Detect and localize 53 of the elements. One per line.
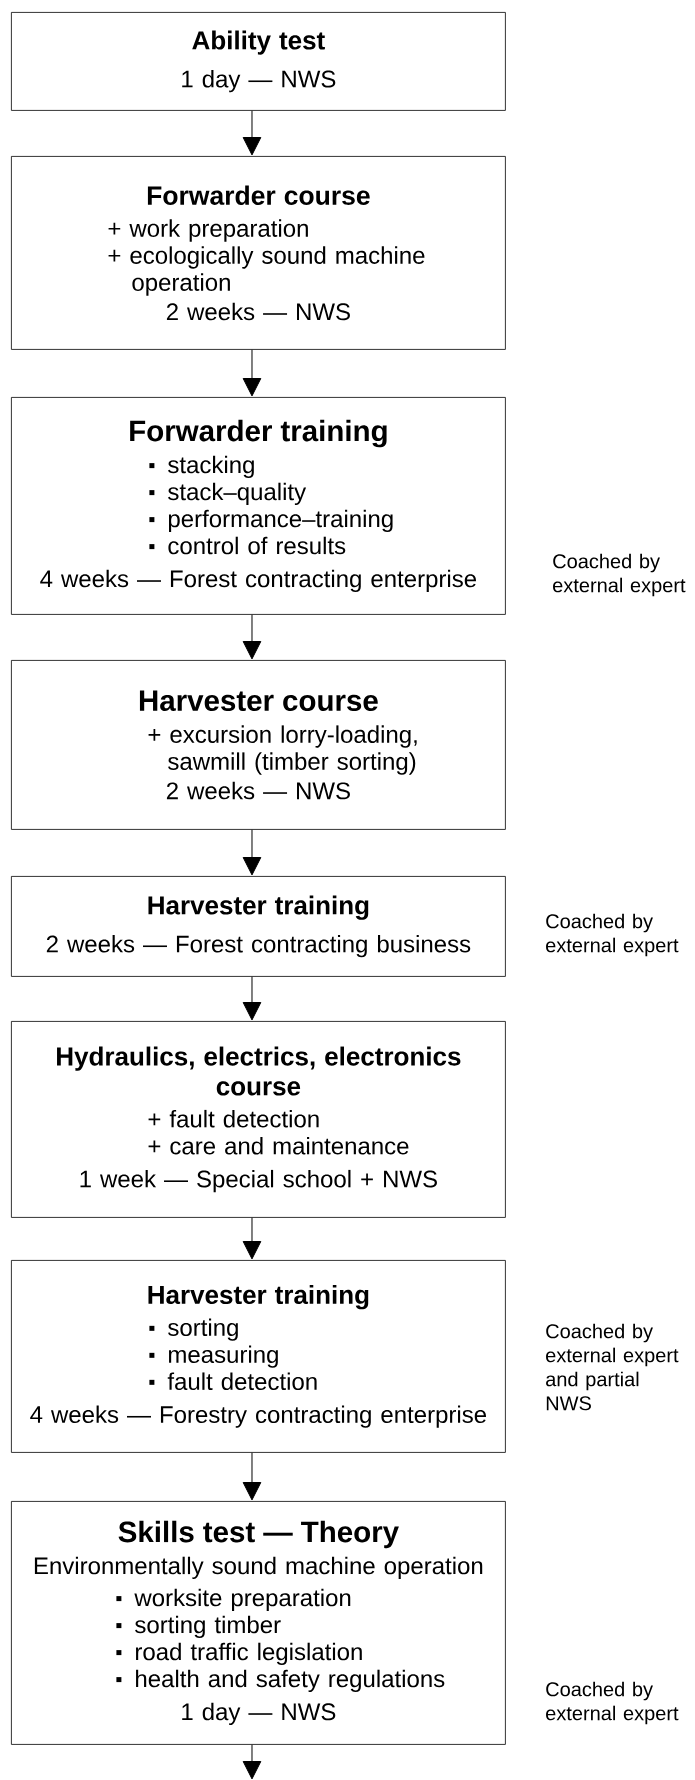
- duration-text: 2 weeks — Forest contracting business: [46, 934, 471, 958]
- heading: Ability test: [192, 30, 325, 55]
- heading: Harvester training: [148, 1285, 369, 1310]
- list-item: worksite preparation: [116, 1588, 351, 1612]
- list-item: control of results: [149, 536, 346, 555]
- arrow: [242, 976, 262, 1021]
- list-item: performance–training: [149, 509, 393, 533]
- list-item: + ecologically sound machine operation: [108, 246, 425, 296]
- list-item: road traffic legislation: [116, 1642, 362, 1666]
- heading: Hydraulics, electrics, electronics course: [57, 1046, 461, 1096]
- process-box: [11, 1021, 506, 1218]
- duration-text: 1 day — NWS: [182, 69, 336, 93]
- arrow: [242, 1744, 262, 1780]
- list-item: + excursion lorry-loading, sawmill (timber sorting): [148, 725, 417, 775]
- arrow: [242, 110, 262, 156]
- arrow: [242, 614, 262, 660]
- heading: Forwarder course: [147, 185, 370, 205]
- list-item: fault detection: [149, 1372, 317, 1391]
- duration-text: 1 week — Special school + NWS: [80, 1169, 437, 1193]
- arrow: [242, 1452, 262, 1501]
- side-note: Coached by external expert and partial NWS: [546, 1323, 679, 1411]
- list-item: sorting timber: [116, 1615, 281, 1639]
- process-box: [11, 660, 506, 830]
- duration-text: 2 weeks — NWS: [166, 781, 350, 800]
- heading: Harvester course: [139, 690, 378, 712]
- side-note: Coached by external expert: [546, 913, 679, 957]
- list-item: + work preparation: [108, 219, 308, 242]
- side-note: Coached by external expert: [553, 553, 686, 597]
- process-box: [11, 1501, 506, 1745]
- list-item: measuring: [149, 1345, 278, 1368]
- list-item: + care and maintenance: [148, 1136, 409, 1155]
- list-item: health and safety regulations: [116, 1669, 445, 1693]
- description-text: Environmentally sound machine operation: [34, 1556, 483, 1580]
- duration-text: 4 weeks — Forestry contracting enterprise: [30, 1405, 486, 1428]
- side-note: Coached by external expert: [546, 1681, 679, 1725]
- heading: Harvester training: [148, 895, 369, 920]
- arrow: [242, 829, 262, 876]
- process-box: [11, 156, 506, 350]
- process-box: [11, 1260, 506, 1453]
- arrow: [242, 349, 262, 397]
- duration-text: 4 weeks — Forest contracting enterprise: [40, 569, 476, 593]
- heading: Skills test — Theory: [118, 1520, 399, 1549]
- list-item: sorting: [149, 1318, 238, 1341]
- list-item: stack–quality: [149, 482, 307, 506]
- list-item: stacking: [149, 455, 254, 479]
- heading: Forwarder training: [130, 419, 387, 448]
- duration-text: 1 day — NWS: [182, 1702, 336, 1726]
- list-item: + fault detection: [148, 1109, 319, 1128]
- process-box: [11, 397, 506, 615]
- duration-text: 2 weeks — NWS: [166, 302, 350, 321]
- arrow: [242, 1217, 262, 1260]
- process-box: [11, 876, 506, 977]
- process-box: [11, 12, 506, 111]
